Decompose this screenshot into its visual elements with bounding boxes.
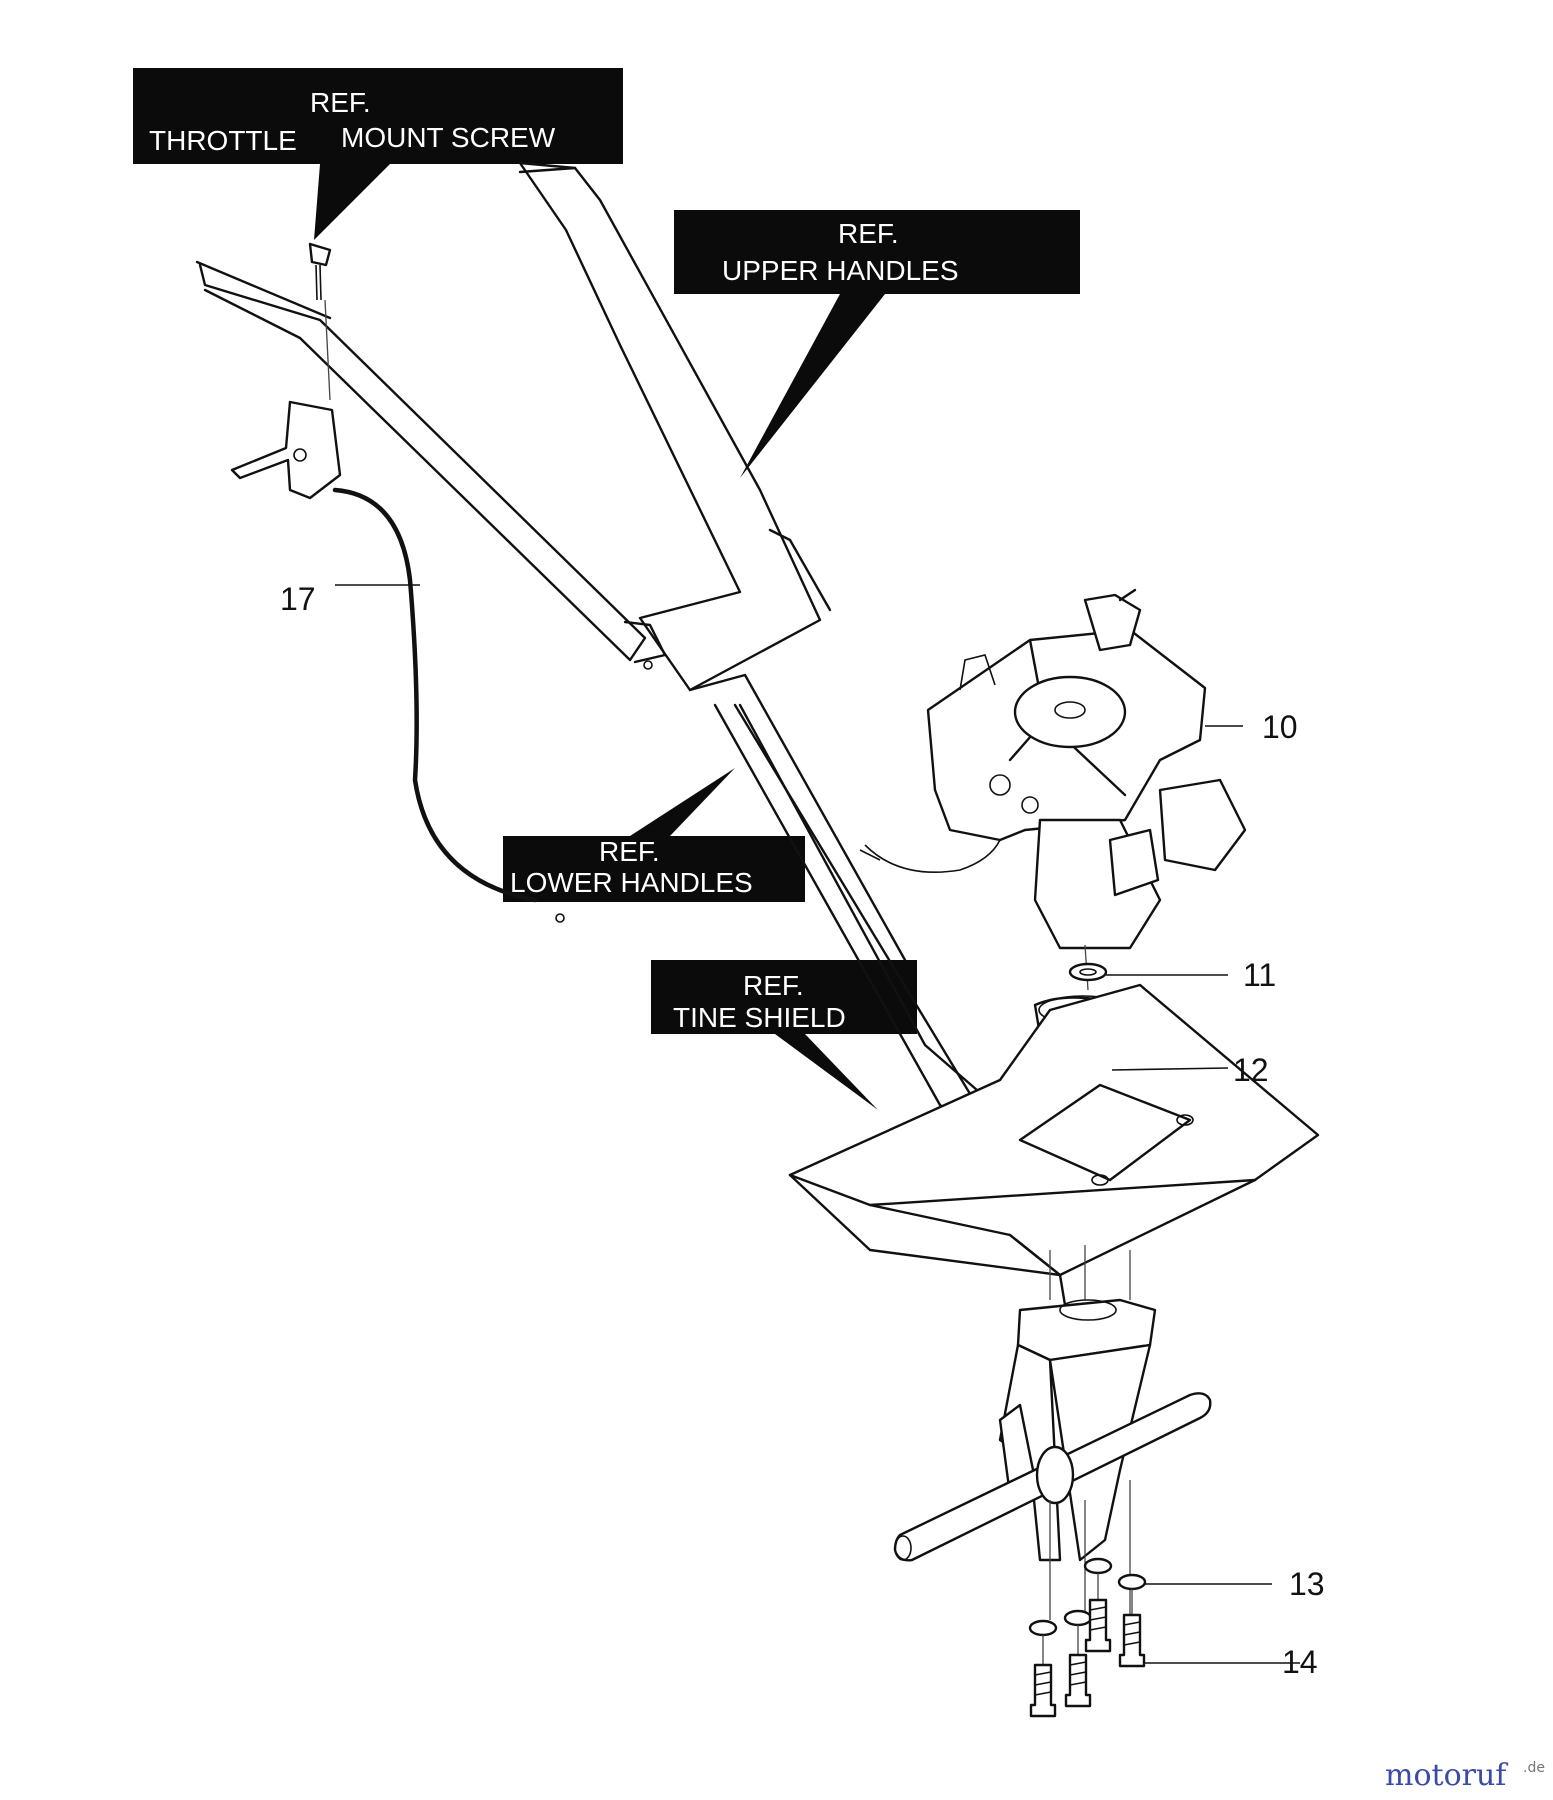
tine-shield-drawing [788,983,1320,1307]
part-number-14: 14 [1282,1644,1318,1680]
part-number-12: 12 [1233,1052,1269,1088]
callout-ref-text: REF. [310,87,371,118]
washers-and-bolts-drawing [1028,1557,1147,1718]
callout-lower-handles-text: LOWER HANDLES [510,867,753,898]
part-number-11: 11 [1243,957,1276,993]
watermark-text: motoruf [1385,1758,1508,1793]
part-number-10: 10 [1262,709,1298,745]
part-number-13: 13 [1289,1566,1325,1602]
callout-mount-screw-text: MOUNT SCREW [341,122,556,153]
callout-tine-shield: REF. TINE SHIELD [651,960,917,1110]
callout-throttle-mount-screw: REF. THROTTLE MOUNT SCREW [133,68,623,240]
part-number-17: 17 [280,581,316,617]
watermark-suffix: .de [1523,1760,1545,1776]
callout-upper-handles-text: UPPER HANDLES [722,255,959,286]
callout-upper-handles: REF. UPPER HANDLES [674,210,1080,478]
callout-throttle-text: THROTTLE [149,125,297,156]
transmission-drawing [893,1245,1212,1620]
callout-tine-shield-text: TINE SHIELD [673,1002,846,1033]
throttle-assembly-drawing [230,242,565,923]
callout-ref-text: REF. [599,836,660,867]
callout-ref-text: REF. [743,970,804,1001]
callout-lower-handles: REF. LOWER HANDLES [503,768,805,902]
watermark-logo: motoruf .de [1385,1758,1545,1793]
engine-drawing [859,588,1247,950]
callout-ref-text: REF. [838,218,899,249]
leader-lines [335,584,1300,1664]
